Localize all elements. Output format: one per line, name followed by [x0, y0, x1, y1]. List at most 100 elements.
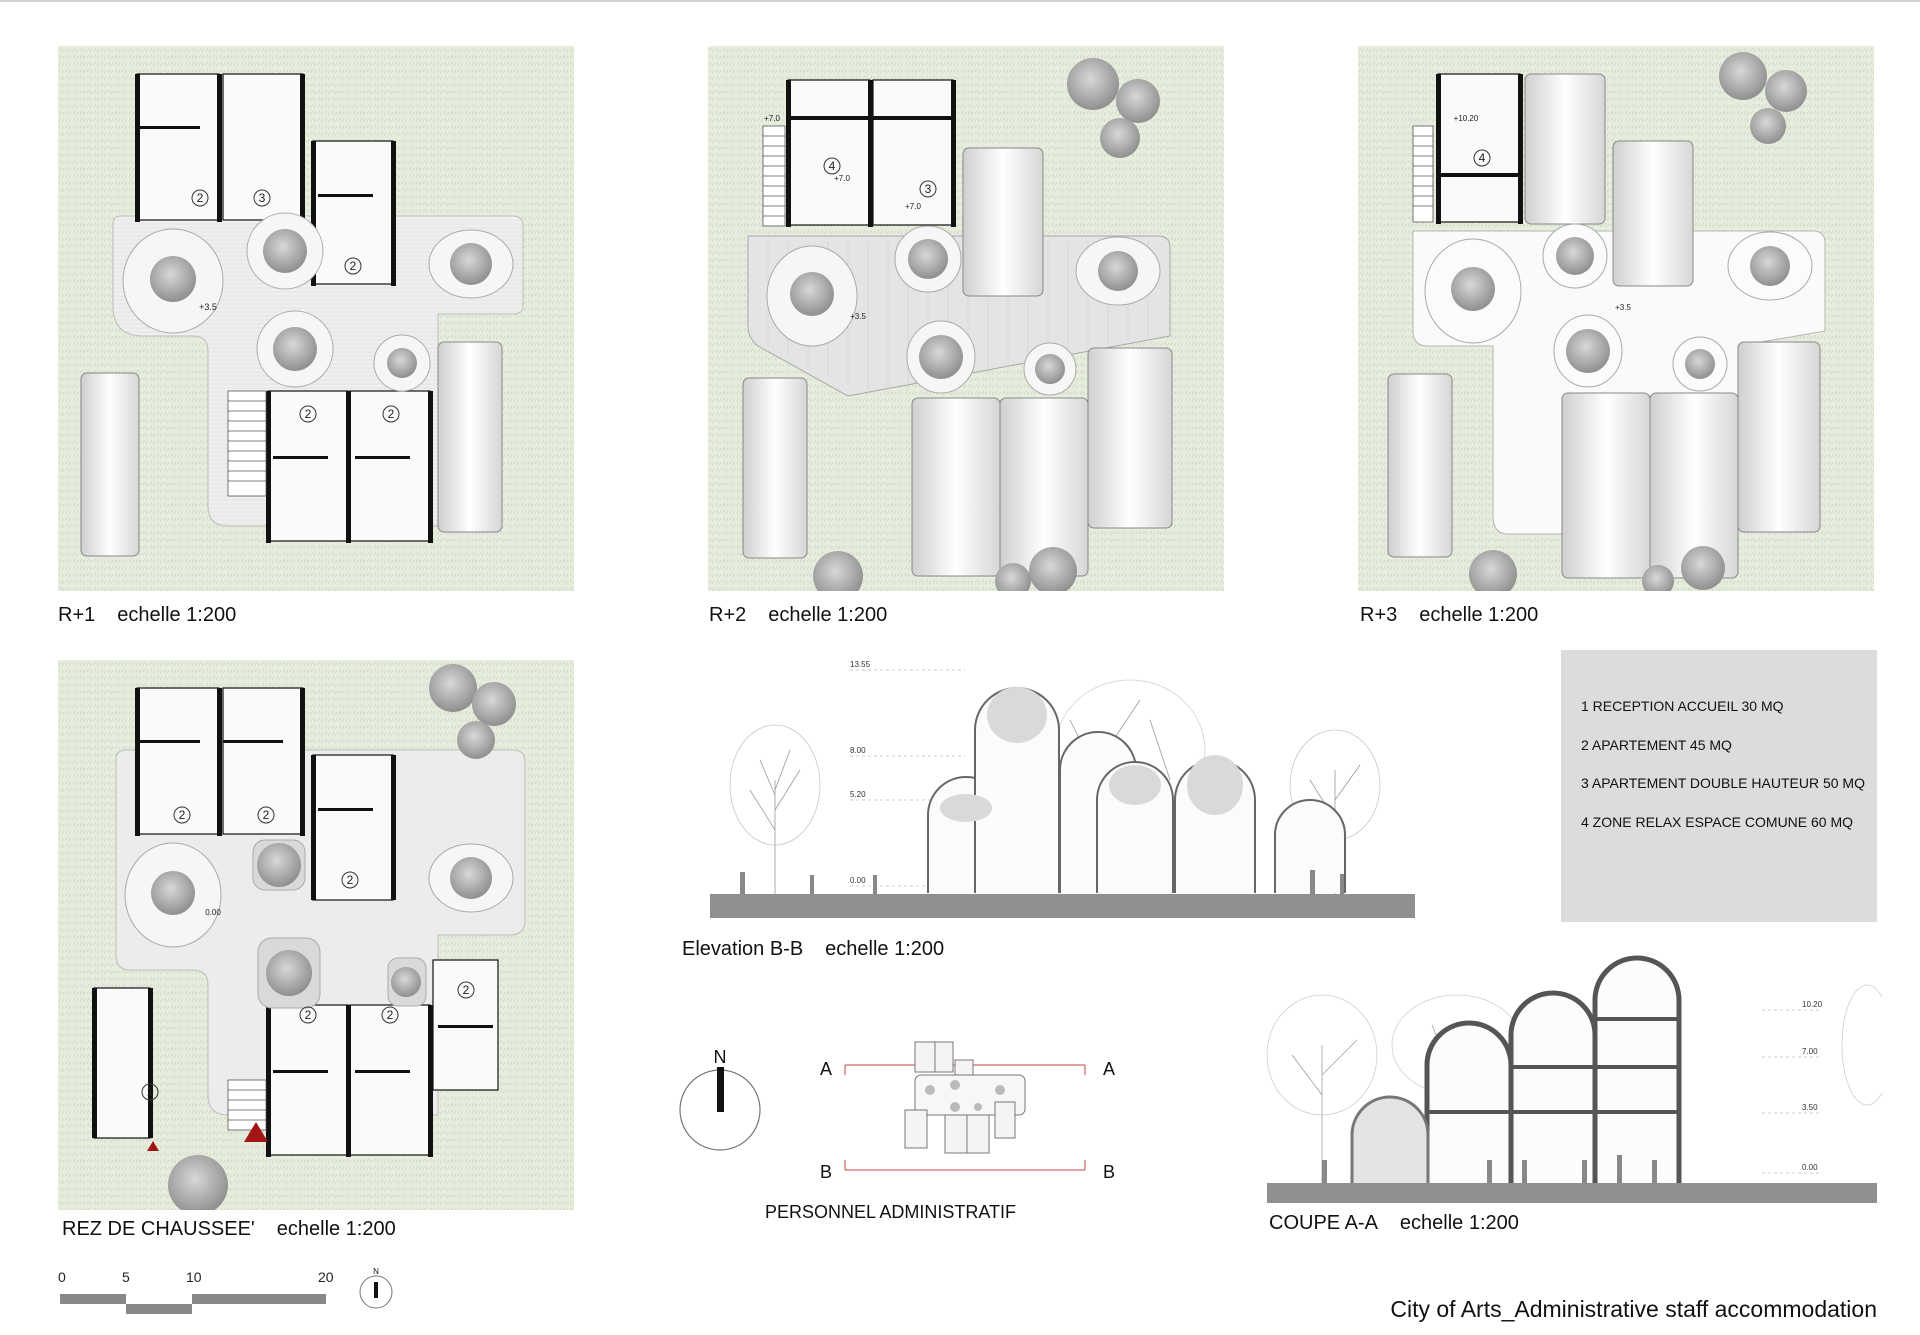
svg-text:2: 2 [347, 873, 354, 887]
elevation-level: 8.00 [850, 746, 866, 755]
svg-text:4: 4 [829, 159, 836, 173]
tree-top [1451, 237, 1790, 379]
section-b-right-label: B [1103, 1162, 1115, 1182]
svg-text:2: 2 [305, 1008, 312, 1022]
site-plan-footprint [904, 1041, 1026, 1154]
sheet-title: City of Arts_Administrative staff accomm… [1390, 1296, 1877, 1322]
stair [1412, 125, 1434, 223]
stair [227, 1079, 267, 1131]
room-number: 2 [382, 405, 400, 423]
room-number: 4 [823, 157, 841, 175]
room-number: 2 [191, 189, 209, 207]
section-arch [1424, 955, 1682, 1183]
svg-text:2: 2 [179, 808, 186, 822]
ground-band [1267, 1183, 1877, 1203]
svg-text:2: 2 [463, 983, 470, 997]
thick-walls [1436, 74, 1523, 224]
room-number: 4 [1473, 149, 1491, 167]
level-marker: 0.00 [205, 908, 221, 917]
plan-rdc: 2 2 2 2 2 2 1 0.00 [58, 660, 574, 1210]
level-lines [850, 669, 965, 887]
vault-roof [1737, 341, 1821, 533]
vault-roof [437, 341, 503, 533]
room-number: 2 [341, 871, 359, 889]
legend-item: 1 RECEPTION ACCUEIL 30 MQ [1581, 698, 1784, 714]
svg-text:N: N [373, 1268, 379, 1276]
level-marker: +7.0 [764, 114, 780, 123]
vault-roof [1561, 392, 1651, 579]
people [1322, 1155, 1657, 1183]
room-number: 2 [257, 806, 275, 824]
unit-block [1437, 73, 1521, 223]
stair [227, 390, 267, 497]
site-key-plan: A A B B [815, 1020, 1125, 1195]
thick-walls [92, 688, 493, 1157]
planter [122, 212, 514, 392]
level-marker: +3.5 [199, 302, 217, 312]
scale-bar: 0 5 10 20 N [58, 1268, 438, 1318]
elevation-level: 5.20 [850, 790, 866, 799]
ground-band [710, 894, 1415, 918]
section-line-b: B B [820, 1160, 1115, 1182]
svg-text:2: 2 [387, 1008, 394, 1022]
vault-roof [80, 372, 140, 557]
svg-text:4: 4 [1479, 151, 1486, 165]
section-level: 10.20 [1802, 1000, 1823, 1009]
svg-text:N: N [714, 1047, 727, 1067]
svg-text:2: 2 [388, 407, 395, 421]
plan-r2: 4 3 +7.0 +7.0 +7.0 +3.5 [708, 46, 1224, 591]
vault-roof [1387, 373, 1453, 558]
section-small-vault [1350, 1095, 1430, 1183]
svg-text:2: 2 [305, 407, 312, 421]
legend-item: 4 ZONE RELAX ESPACE COMUNE 60 MQ [1581, 814, 1854, 830]
svg-text:1: 1 [147, 1085, 154, 1099]
scale-tick: 10 [186, 1269, 202, 1285]
plan-r1: 2 3 2 2 2 +3.5 [58, 46, 574, 591]
svg-text:2: 2 [350, 259, 357, 273]
level-marker: +3.5 [850, 312, 866, 321]
room-number: 2 [299, 405, 317, 423]
svg-text:2: 2 [263, 808, 270, 822]
tree-top [151, 843, 492, 997]
thick-walls [786, 80, 956, 227]
svg-text:3: 3 [925, 182, 932, 196]
room-number: 2 [381, 1006, 399, 1024]
room-number: 3 [253, 189, 271, 207]
site-tree [813, 58, 1160, 591]
elevation-bb: 13.55 8.00 5.20 0.00 [700, 660, 1430, 930]
level-marker: +10.20 [1454, 114, 1479, 123]
section-level: 7.00 [1802, 1047, 1818, 1056]
level-lines [1762, 1009, 1822, 1174]
site-tree [168, 664, 516, 1210]
section-level: 3.50 [1802, 1103, 1818, 1112]
vault-roof [1612, 140, 1694, 287]
room-number: 2 [344, 257, 362, 275]
level-marker: +7.0 [905, 202, 921, 211]
caption-rdc: REZ DE CHAUSSEE'echelle 1:200 [62, 1218, 396, 1240]
site-tree [1469, 52, 1807, 591]
entrance-marker [147, 1141, 159, 1151]
unit-block [136, 73, 431, 542]
section-aa: 10.20 7.00 3.50 0.00 [1262, 955, 1882, 1215]
scale-tick: 5 [122, 1269, 130, 1285]
unit-block [787, 79, 954, 226]
room-number: 2 [457, 981, 475, 999]
level-marker: +3.5 [1615, 303, 1631, 312]
entrance-marker [244, 1122, 268, 1142]
legend-box: 1 RECEPTION ACCUEIL 30 MQ 2 APARTEMENT 4… [1561, 650, 1877, 922]
vault-roof [742, 377, 808, 559]
vault-texture [940, 687, 1243, 822]
elevation-level: 0.00 [850, 876, 866, 885]
site-plan-label: PERSONNEL ADMINISTRATIF [765, 1202, 1017, 1222]
vault-roof [911, 397, 1001, 577]
legend-item: 3 APARTEMENT DOUBLE HAUTEUR 50 MQ [1581, 775, 1865, 791]
legend-item: 2 APARTEMENT 45 MQ [1581, 737, 1732, 753]
vault-roof [1524, 73, 1606, 225]
stair [762, 125, 786, 227]
room-number: 2 [173, 806, 191, 824]
section-level: 0.00 [1802, 1163, 1818, 1172]
tree-top [150, 229, 492, 378]
compass-icon: N [359, 1268, 393, 1309]
